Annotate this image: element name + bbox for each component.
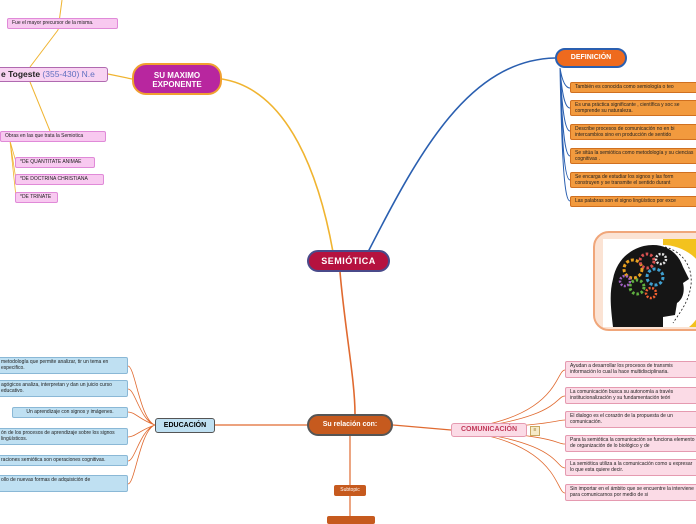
definicion-item[interactable]: Se sitúa la semiótica como metodología y…: [570, 148, 696, 164]
definicion-item[interactable]: Describe procesos de comunicación no en …: [570, 124, 696, 140]
educacion-topic[interactable]: EDUCACIÓN: [155, 418, 215, 433]
obra-item[interactable]: *DE QUANTITATE ANIMAE: [15, 157, 95, 168]
comunicacion-item[interactable]: Sin importar en el ámbito que se encuent…: [565, 484, 696, 501]
person-years: (355-430) N.e: [42, 69, 95, 79]
note-icon[interactable]: ≡: [530, 426, 540, 436]
educacion-item[interactable]: agógicos analiza, interpretan y dan un j…: [0, 380, 128, 397]
person-node[interactable]: e Togeste (355-430) N.e: [0, 67, 108, 82]
precursor-node[interactable]: Fue el mayor precursor de la misma.: [7, 18, 118, 29]
definicion-item[interactable]: Se encarga de estudiar los signos y las …: [570, 172, 696, 188]
comunicacion-item[interactable]: La semiótica utiliza a la comunicación c…: [565, 459, 696, 476]
subtopic-node[interactable]: Subtopic: [334, 485, 366, 496]
educacion-item[interactable]: metodología que permite analizar, tir un…: [0, 357, 128, 374]
exponente-label: SU MAXIMO EXPONENTE: [152, 71, 202, 89]
exponente-topic[interactable]: SU MAXIMO EXPONENTE: [132, 63, 222, 95]
comunicacion-item[interactable]: Ayudan a desarrollar los procesos de tra…: [565, 361, 696, 378]
obras-node[interactable]: Obras en las que trata la Semiotica: [0, 131, 106, 142]
central-topic[interactable]: SEMIÓTICA: [307, 250, 390, 272]
relacion-topic[interactable]: Su relación con:: [307, 414, 393, 436]
definicion-item[interactable]: También es conocida como semiología o te…: [570, 82, 696, 93]
comunicacion-item[interactable]: El dialogo es el corazón de la propuesta…: [565, 411, 696, 428]
educacion-item[interactable]: ollo de nuevas formas de adquisición de: [0, 475, 128, 492]
head-gears-image: [593, 231, 696, 331]
educacion-item[interactable]: ón de los procesos de aprendizaje sobre …: [0, 428, 128, 445]
comunicacion-item[interactable]: La comunicación busca su autonomía a tra…: [565, 387, 696, 404]
subtopic-node-partial[interactable]: [327, 516, 375, 524]
person-name: e Togeste: [1, 69, 41, 79]
definicion-item[interactable]: Es una práctica significante , científic…: [570, 100, 696, 116]
educacion-item[interactable]: Un aprendizaje con signos y imágenes.: [12, 407, 128, 418]
comunicacion-item[interactable]: Para la semiótica la comunicación se fun…: [565, 435, 696, 452]
obra-item[interactable]: *DE TRINATE: [15, 192, 58, 203]
educacion-item[interactable]: raciones semiótica son operaciones cogni…: [0, 455, 128, 466]
comunicacion-topic[interactable]: COMUNICACIÓN: [451, 423, 527, 437]
definicion-topic[interactable]: DEFINICIÓN: [555, 48, 627, 68]
definicion-item[interactable]: Las palabras son el signo lingüístico po…: [570, 196, 696, 207]
obra-item[interactable]: *DE DOCTRINA CHRISTIANA: [15, 174, 104, 185]
